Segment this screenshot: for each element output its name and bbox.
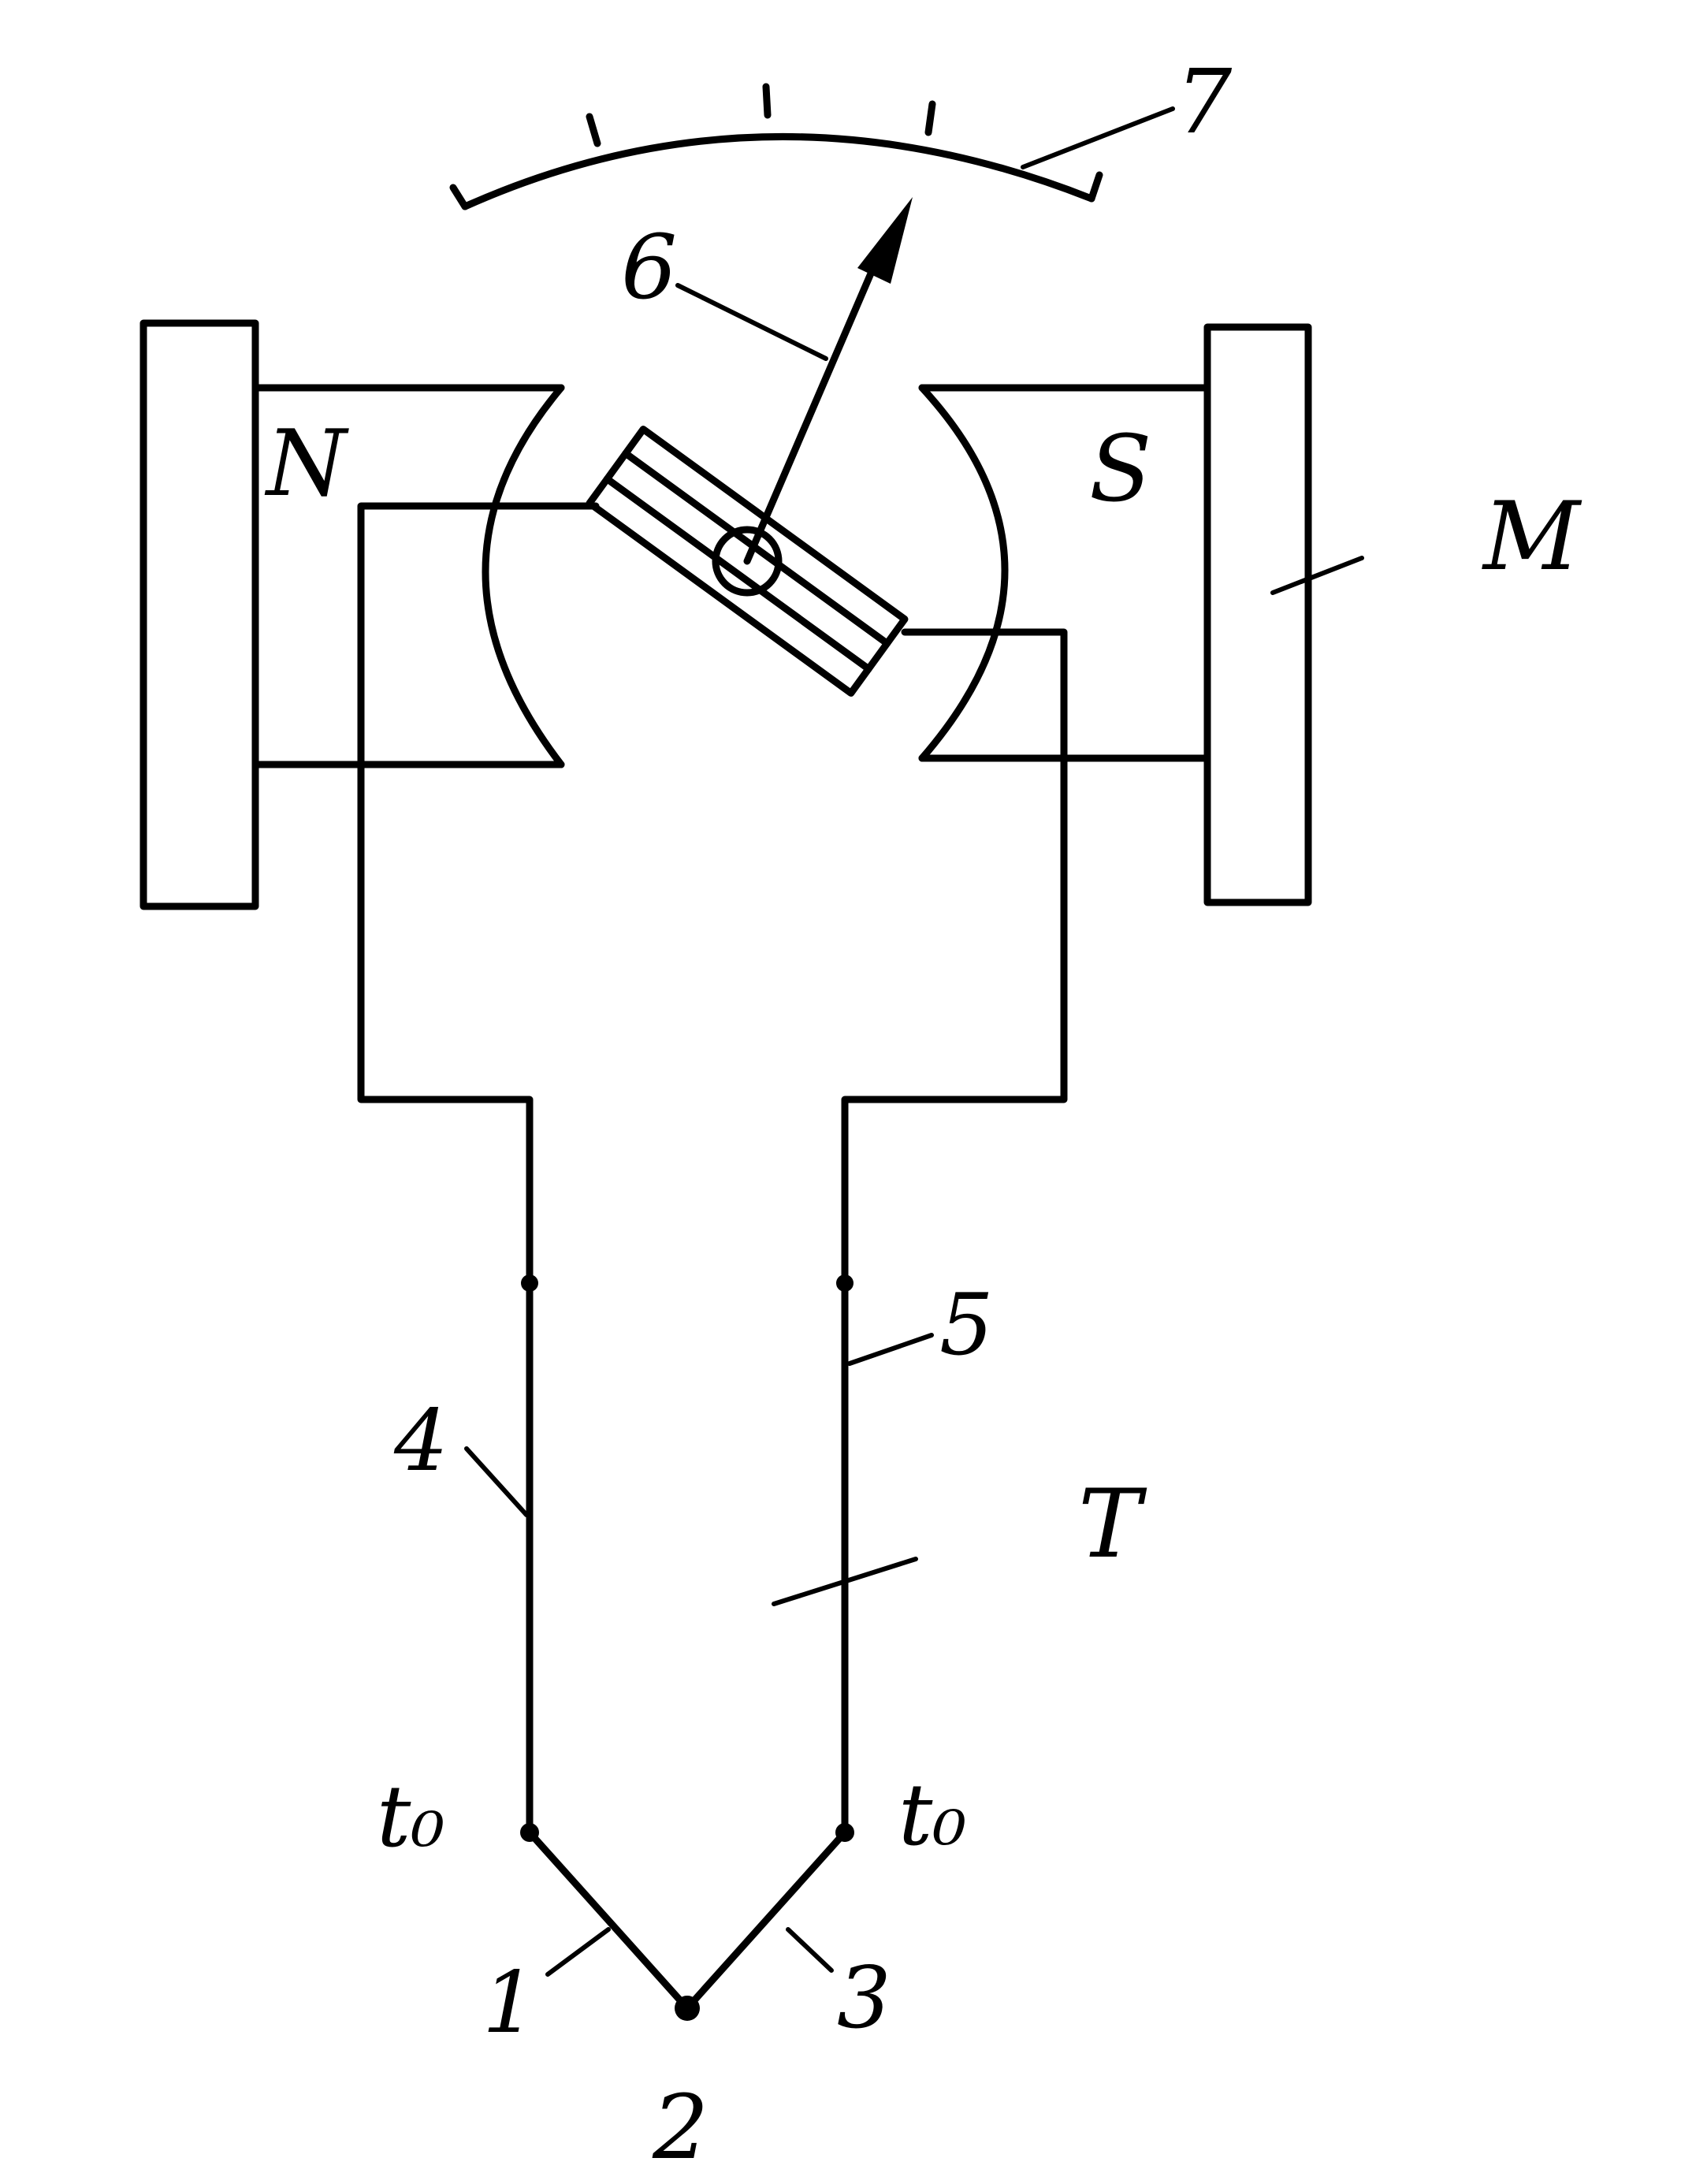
- circuit-wire-left: [357, 502, 600, 1836]
- label-wire-left: 4: [393, 1392, 448, 1490]
- circuit-wire-right: [841, 628, 1068, 1836]
- coil-pivot: [712, 526, 783, 597]
- pole-piece-north: [251, 384, 565, 768]
- label-cold-junction-right: t₀: [898, 1766, 967, 1865]
- label-north-pole: N: [264, 411, 349, 517]
- label-magnet: M: [1482, 482, 1582, 592]
- magnet-block-left: [139, 319, 259, 910]
- label-south-pole: S: [1089, 416, 1151, 523]
- label-body: T: [1078, 1470, 1147, 1579]
- wire-right-leader: [847, 1333, 934, 1366]
- label-pointer: 6: [621, 217, 677, 319]
- body-leader: [772, 1557, 918, 1606]
- thermo-left-leader: [545, 1927, 611, 1977]
- label-cold-junction-left: t₀: [377, 1768, 445, 1866]
- label-hot-junction: 2: [652, 2077, 708, 2179]
- meter-scale: [449, 83, 1103, 210]
- connection-dot-left-upper: [521, 1274, 538, 1292]
- magnet-leader: [1270, 556, 1364, 595]
- connection-dot-right-upper: [836, 1274, 854, 1292]
- label-thermo-left: 1: [482, 1954, 537, 2052]
- moving-coil: [586, 426, 909, 697]
- label-wire-right: 5: [939, 1276, 994, 1375]
- wire-left-leader: [464, 1446, 529, 1517]
- cold-junction-dot-left: [520, 1823, 539, 1842]
- magnet-block-right: [1203, 323, 1312, 906]
- thermocouple-junction-wires: [526, 1829, 849, 2012]
- thermo-right-leader: [786, 1927, 834, 1973]
- scale-leader: [1021, 106, 1175, 169]
- hot-junction-dot: [675, 1996, 700, 2021]
- pointer-leader: [675, 283, 828, 361]
- pointer-needle: [743, 197, 913, 565]
- cold-junction-dot-right: [835, 1823, 854, 1842]
- label-scale: 7: [1176, 51, 1233, 154]
- label-thermo-right: 3: [837, 1949, 891, 2048]
